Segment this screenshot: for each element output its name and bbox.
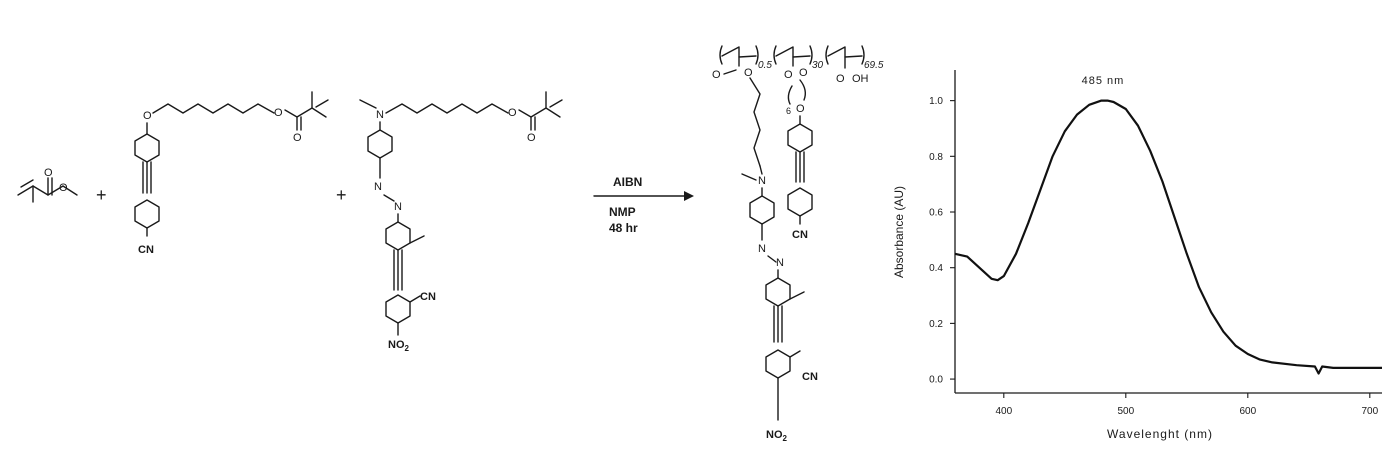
plus-sign-1: + [96, 185, 107, 205]
repeat-unit-y: 30 [812, 60, 824, 71]
cyanotolane-methacrylate-structure: O O O CN [134, 91, 329, 256]
azo-chromophore-methacrylate-structure: N O O N N CN NO2 [359, 91, 563, 353]
poly-acid-oh: OH [852, 73, 869, 85]
poly-nitro-subscript: 2 [783, 434, 788, 443]
solvent-label: NMP [609, 205, 636, 219]
cyano-label-2: CN [420, 291, 436, 303]
y-ticks-group: 0.0 0.2 0.4 0.6 0.8 1.0 [929, 96, 955, 386]
poly-amine-n: N [758, 175, 766, 187]
poly-carbonyl-o-3: O [836, 73, 845, 85]
ether-o-label: O [143, 110, 152, 122]
y-tick-label: 0.8 [929, 152, 943, 163]
amine-n-label: N [376, 109, 384, 121]
azo-n-label-1: N [374, 181, 382, 193]
x-tick-label: 600 [1239, 406, 1256, 417]
y-tick-label: 0.2 [929, 319, 943, 330]
spacer-subscript-six: 6 [786, 106, 791, 116]
poly-ether-o: O [796, 103, 805, 115]
x-tick-label: 500 [1117, 406, 1134, 417]
poly-cyano-label-1: CN [802, 371, 818, 383]
chart-y-label: Absorbance (AU) [892, 186, 906, 278]
poly-cyano-label-2: CN [792, 229, 808, 241]
x-tick-label: 400 [995, 406, 1012, 417]
peak-annotation: 485 nm [1082, 75, 1125, 87]
repeat-unit-z: 69.5 [864, 60, 884, 71]
copolymer-structure: 0.5 30 69.5 O O N N N CN NO2 O O [712, 45, 884, 443]
y-tick-label: 0.4 [929, 263, 943, 274]
y-tick-label: 1.0 [929, 96, 943, 107]
repeat-unit-x: 0.5 [758, 60, 772, 71]
methyl-methacrylate-structure: O O [17, 167, 78, 203]
nitro-label: NO2 [388, 339, 410, 353]
reagent-label: AIBN [613, 175, 642, 189]
chart-x-label: Wavelenght (nm) [1107, 427, 1213, 441]
absorbance-chart: 400 500 600 700 0.0 0.2 0.4 0.6 0.8 1.0 Waveleng… [892, 70, 1382, 441]
ester-o-label-3: O [508, 107, 517, 119]
poly-azo-n-1: N [758, 243, 766, 255]
poly-ester-o-1: O [744, 67, 753, 79]
carbonyl-o-label: O [44, 167, 53, 179]
poly-nitro-label: NO2 [766, 429, 788, 443]
plus-sign-2: + [336, 185, 347, 205]
poly-ester-o-2: O [799, 67, 808, 79]
ester-o-label-2: O [274, 107, 283, 119]
y-tick-label: 0.0 [929, 375, 943, 386]
nitro-subscript: 2 [405, 344, 410, 353]
x-ticks-group: 400 500 600 700 [995, 393, 1379, 417]
cyano-label: CN [138, 244, 154, 256]
poly-carbonyl-o-1: O [712, 69, 721, 81]
ester-o-label: O [59, 182, 68, 194]
azo-n-label-2: N [394, 201, 402, 213]
carbonyl-o-label-3: O [527, 132, 536, 144]
time-label: 48 hr [609, 221, 638, 235]
reaction-arrow-group: AIBN NMP 48 hr [593, 175, 694, 235]
poly-carbonyl-o-2: O [784, 69, 793, 81]
x-tick-label: 700 [1361, 406, 1378, 417]
absorbance-spectrum-line [954, 99, 1382, 375]
carbonyl-o-label-2: O [293, 132, 302, 144]
y-tick-label: 0.6 [929, 208, 943, 219]
poly-azo-n-2: N [776, 257, 784, 269]
